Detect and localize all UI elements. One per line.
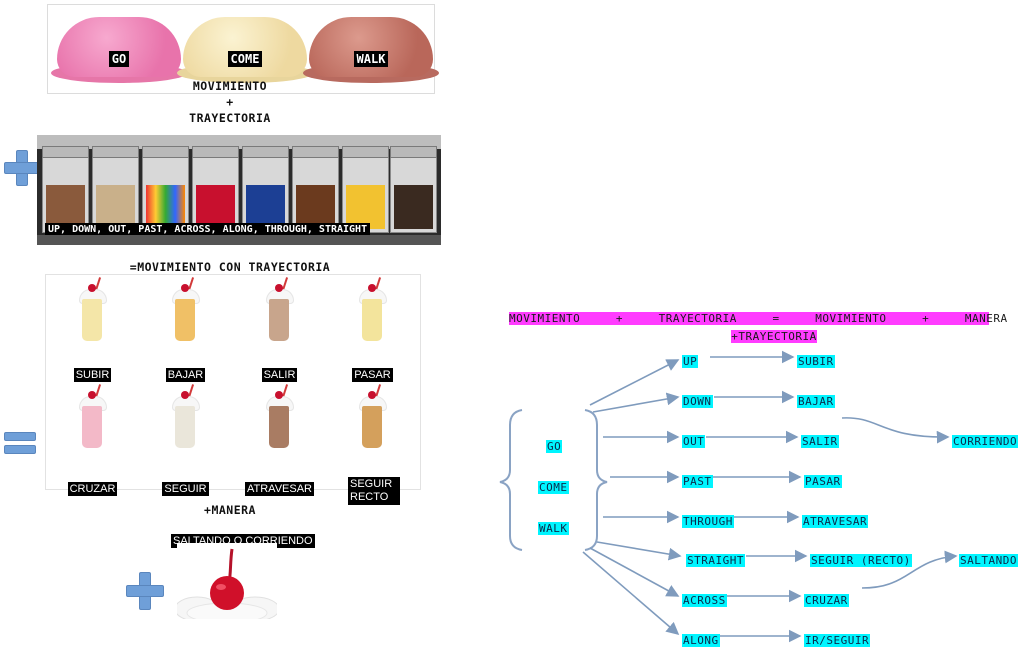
manner-corriendo: CORRIENDO (952, 435, 1019, 448)
caption-line: TRAYECTORIA (189, 111, 271, 125)
milkshake-label: PASAR (352, 368, 393, 382)
ice-cream-scoops-panel: GO COME WALK (47, 4, 439, 94)
scoop-come: COME (177, 17, 313, 85)
plus-icon (126, 572, 164, 610)
spanish-seguir-recto: SEGUIR (RECTO) (810, 554, 912, 567)
plus-icon (4, 150, 40, 186)
path-out: OUT (682, 435, 706, 448)
scoop-label: GO (108, 51, 130, 67)
milkshake-cruzar: CRUZAR (46, 382, 139, 496)
milkshake-label: SALIR (261, 368, 298, 382)
verb-go: GO (546, 440, 563, 453)
spanish-subir: SUBIR (797, 355, 835, 368)
milkshake-label: BAJAR (165, 368, 206, 382)
milkshake-seguir-recto: SEGUIR RECTO (326, 382, 419, 505)
spanish-ir-seguir: IR/SEGUIR (804, 634, 871, 647)
milkshake-label: SEGUIR RECTO (348, 477, 400, 505)
verb-walk: WALK (538, 522, 569, 535)
milkshake-grid: SUBIR BAJAR SALIR PASAR CRUZAR SEGUIR AT… (45, 274, 421, 505)
spanish-pasar: PASAR (804, 475, 842, 488)
milkshake-label: SUBIR (73, 368, 112, 382)
spanish-salir: SALIR (801, 435, 839, 448)
equals-icon (4, 432, 36, 454)
milkshake-label: ATRAVESAR (245, 482, 314, 496)
candy-caption: UP, DOWN, OUT, PAST, ACROSS, ALONG, THRO… (45, 223, 371, 236)
caption-manera: +MANERA (204, 503, 256, 517)
scoop-label: COME (227, 51, 263, 67)
scoop-label: WALK (353, 51, 389, 67)
spanish-atravesar: ATRAVESAR (802, 515, 869, 528)
path-straight: STRAIGHT (686, 554, 745, 567)
scoop-walk: WALK (303, 17, 439, 85)
manner-saltando: SALTANDO (959, 554, 1018, 567)
spanish-cruzar: CRUZAR (804, 594, 849, 607)
milkshake-bajar: BAJAR (139, 275, 232, 382)
caption-movimiento-con-trayectoria: =MOVIMIENTO CON TRAYECTORIA (129, 260, 331, 274)
header-line-2: +TRAYECTORIA (731, 330, 817, 343)
caption-movimiento-trayectoria: MOVIMIENTO + TRAYECTORIA (150, 78, 310, 126)
spanish-bajar: BAJAR (797, 395, 835, 408)
milkshake-subir: SUBIR (46, 275, 139, 382)
path-down: DOWN (682, 395, 713, 408)
milkshake-seguir: SEGUIR (139, 382, 232, 496)
milkshake-pasar: PASAR (326, 275, 419, 382)
caption-line: + (226, 95, 234, 109)
path-across: ACROSS (682, 594, 727, 607)
path-along: ALONG (682, 634, 720, 647)
milkshake-salir: SALIR (233, 275, 326, 382)
caption-line: MOVIMIENTO (192, 79, 268, 93)
path-past: PAST (682, 475, 713, 488)
path-through: THROUGH (682, 515, 734, 528)
path-up: UP (682, 355, 699, 368)
verb-come: COME (538, 481, 569, 494)
scoop-go: GO (51, 17, 187, 85)
milkshake-atravesar: ATRAVESAR (233, 382, 326, 496)
milkshake-label: SEGUIR (162, 482, 209, 496)
candy-bins-image: UP, DOWN, OUT, PAST, ACROSS, ALONG, THRO… (37, 135, 441, 245)
milkshake-label: CRUZAR (67, 482, 118, 496)
cherry-on-cream-image (177, 543, 277, 619)
